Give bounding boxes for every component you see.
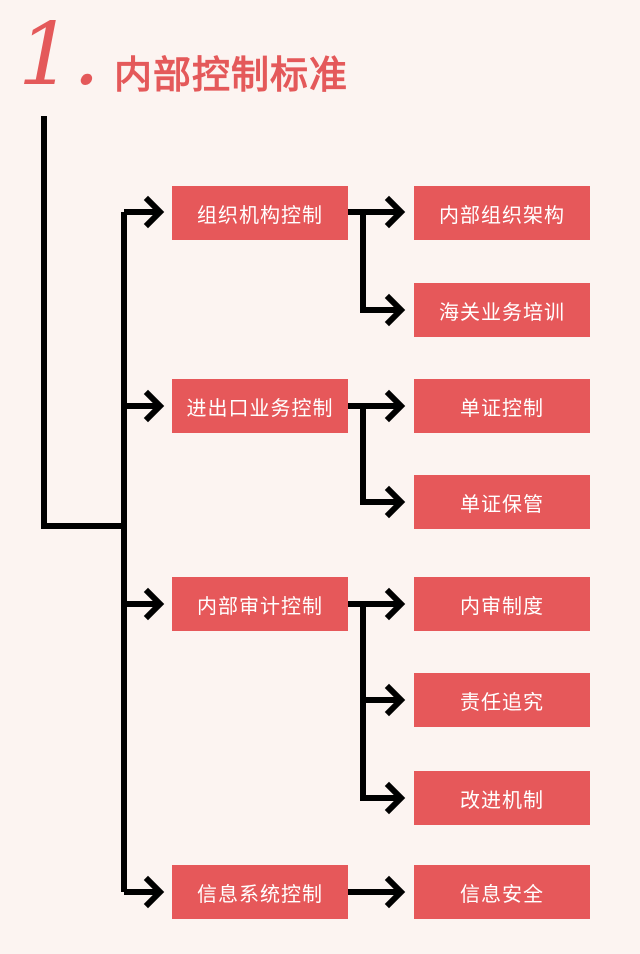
- node-info-system-control: 信息系统控制: [172, 865, 348, 919]
- node-document-control: 单证控制: [414, 379, 590, 433]
- node-audit-system: 内审制度: [414, 577, 590, 631]
- node-document-storage: 单证保管: [414, 475, 590, 529]
- node-internal-org: 内部组织架构: [414, 186, 590, 240]
- node-info-security: 信息安全: [414, 865, 590, 919]
- node-import-export-control: 进出口业务控制: [172, 379, 348, 433]
- node-improvement: 改进机制: [414, 771, 590, 825]
- node-org-structure-control: 组织机构控制: [172, 186, 348, 240]
- node-customs-training: 海关业务培训: [414, 283, 590, 337]
- section-number: 1.: [18, 5, 101, 105]
- node-internal-audit-control: 内部审计控制: [172, 577, 348, 631]
- section-title: 内部控制标准: [114, 53, 349, 97]
- node-accountability: 责任追究: [414, 673, 590, 727]
